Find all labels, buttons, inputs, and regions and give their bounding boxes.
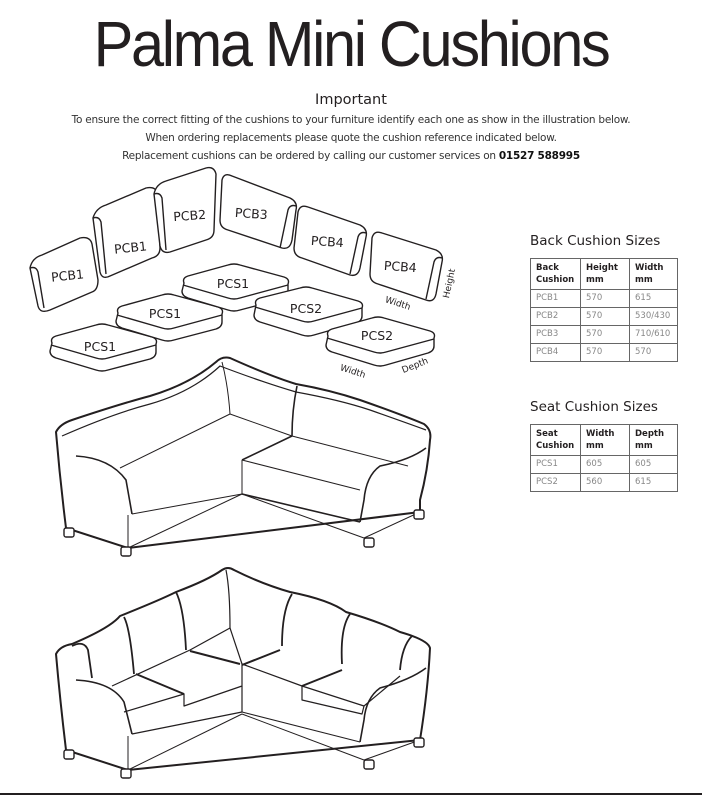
table-cell: PCB1 [530, 289, 581, 308]
dimension-back-height: Height [442, 268, 458, 300]
table-cell: 570 [580, 343, 630, 362]
seat-cushion-pcs2-b [325, 316, 436, 367]
intro-text: To ensure the correct fitting of the cus… [0, 111, 702, 165]
label-pcs1-b: PCS1 [149, 306, 181, 321]
seat-cushion-pcs2-a [253, 286, 364, 337]
label-pcs1-c: PCS1 [217, 276, 249, 291]
table-row: PCB4 570 570 [530, 343, 678, 362]
table-row: PCS2 560 615 [530, 473, 678, 492]
table-cell: 570 [580, 307, 630, 326]
dimension-back-width: Width [384, 295, 412, 313]
table-row: PCB3 570 710/610 [530, 325, 678, 344]
back-cushion-pcb1-a [29, 236, 99, 313]
seat-cushion-pcs1-b [115, 293, 224, 342]
table-cell: 710/610 [629, 325, 678, 344]
intro-line-3: Replacement cushions can be ordered by c… [0, 147, 702, 165]
label-pcb1-a: PCB1 [50, 266, 84, 284]
table-cell: 615 [629, 473, 678, 492]
back-cushion-pcb4-a [293, 205, 368, 277]
table-cell: 570 [580, 325, 630, 344]
label-pcs2-a: PCS2 [290, 301, 322, 316]
table-row: PCS1 605 605 [530, 455, 678, 474]
important-heading: Important [315, 92, 387, 108]
table-row: PCB2 570 530/430 [530, 307, 678, 326]
cushion-diagram: PCB1 PCB1 PCB2 PCB3 PCB4 PCB4 PCS1 PCS1 … [29, 166, 458, 779]
intro-line-1: To ensure the correct fitting of the cus… [71, 114, 631, 126]
sofa-cushioned-illustration [55, 567, 431, 779]
table-row: PCB1 570 615 [530, 289, 678, 308]
table-cell: 560 [580, 473, 630, 492]
back-cushion-pcb3 [219, 173, 298, 250]
back-table-title: Back Cushion Sizes [530, 233, 661, 249]
label-pcs2-b: PCS2 [361, 328, 393, 343]
table-cell: PCB2 [530, 307, 581, 326]
seat-table-title: Seat Cushion Sizes [530, 399, 658, 415]
intro-line-2: When ordering replacements please quote … [145, 132, 557, 144]
table-cell: 570 [629, 343, 678, 362]
label-pcb3: PCB3 [234, 205, 268, 222]
intro-line-3-text: Replacement cushions can be ordered by c… [122, 150, 499, 162]
phone-number: 01527 588995 [498, 150, 580, 162]
table-cell: PCB4 [530, 343, 581, 362]
back-cushion-pcb1-b [92, 186, 161, 279]
table-cell: PCS2 [530, 473, 581, 492]
seat-cushion-pcs1-a [49, 323, 158, 372]
label-pcb2: PCB2 [173, 207, 207, 224]
label-pcb1-b: PCB1 [113, 238, 147, 256]
back-cushion-pcb4-b [369, 231, 444, 302]
table-cell: 605 [580, 455, 630, 474]
bottom-divider [0, 793, 702, 795]
table-cell: PCS1 [530, 455, 581, 474]
back-cushion-pcb2 [153, 166, 217, 254]
sofa-leg-icon [63, 527, 75, 538]
table-cell: 605 [629, 455, 678, 474]
table-cell: 570 [580, 289, 630, 308]
label-pcb4-b: PCB4 [383, 258, 417, 275]
sofa-frame-illustration [55, 356, 432, 557]
label-pcs1-a: PCS1 [84, 339, 116, 354]
table-cell: 530/430 [629, 307, 678, 326]
label-pcb4-a: PCB4 [310, 233, 344, 250]
table-cell: 615 [629, 289, 678, 308]
page-title: Palma Mini Cushions [93, 8, 611, 80]
dimension-seat-width: Width [339, 363, 367, 381]
table-cell: PCB3 [530, 325, 581, 344]
